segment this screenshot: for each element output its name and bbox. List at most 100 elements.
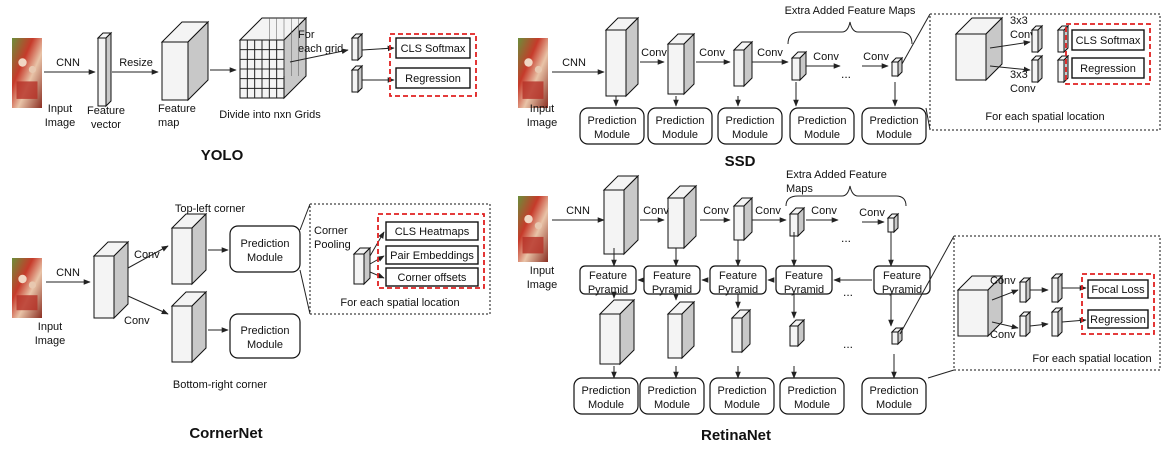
ssd-zoom-line-2 (901, 13, 931, 65)
ssd-feature-block-2 (666, 32, 696, 96)
retinanet-input-image-label-line-1: Input (530, 265, 554, 277)
block-side-face (741, 308, 751, 354)
image-face-2 (534, 65, 543, 74)
ssd-prediction-module-3-label-line-1: Prediction (726, 115, 775, 127)
cornernet-for-each-spatial-label: For each spatial location (340, 297, 459, 309)
retinanet-feature-pyramid-2-label-line-1: Feature (653, 270, 691, 282)
cornernet-zoom-line-1 (299, 203, 311, 231)
ssd-prediction-module-4-label-line-2: Module (804, 129, 840, 141)
ssd-prediction-module-2-label-line-2: Module (662, 129, 698, 141)
ssd-cls-softmax-box-label: CLS Softmax (1076, 35, 1141, 47)
retinanet-feature-pyramid-1-label-line-1: Feature (589, 270, 627, 282)
cornernet-corner-offsets-box (385, 267, 479, 287)
block-side-face (1025, 276, 1031, 304)
block-side-face (623, 174, 639, 256)
retinanet-regression-box-label: Regression (1090, 314, 1146, 326)
retinanet-detail-small-block-3 (1018, 310, 1032, 338)
retinanet-extra-maps-brace (785, 185, 907, 207)
yolo-title: YOLO (201, 147, 244, 164)
retinanet-feature-pyramid-3-label-line-2: Pyramid (718, 284, 758, 296)
ssd-prediction-module-1 (579, 107, 645, 145)
retinanet-regression-box (1087, 309, 1149, 329)
ssd-conv-label-3: Conv (757, 47, 783, 59)
block-front-face (603, 189, 625, 255)
retinanet-feature-pyramid-4-label-line-2: Pyramid (784, 284, 824, 296)
retinanet-extra-maps-label-line-1: Extra Added Feature (786, 169, 887, 181)
yolo-cnn-label: CNN (56, 57, 80, 69)
block-front-face (351, 69, 359, 93)
ssd-cls-softmax-box (1071, 29, 1145, 51)
image-face-2 (28, 281, 36, 289)
yolo-feature-vector-label-line-2: vector (91, 119, 121, 131)
block-front-face (667, 313, 683, 359)
ssd-conv-label-4: Conv (813, 51, 839, 63)
cornernet-conv-label-top: Conv (134, 249, 160, 261)
retinanet-bottom-block-3 (730, 308, 752, 354)
block-front-face (93, 255, 115, 319)
cornernet-prediction-module-bottom-label-line-1: Prediction (241, 325, 290, 337)
ssd-prediction-module-4 (789, 107, 855, 145)
block-front-face (667, 197, 685, 249)
retinanet-detail-feature-block (956, 274, 1004, 338)
cornernet-pool-block (352, 246, 372, 286)
cornernet-cls-heatmaps-box-label: CLS Heatmaps (395, 226, 470, 238)
image-face-1 (18, 58, 27, 67)
ssd-conv-label-5: Conv (863, 51, 889, 63)
cornernet-detail-panel (309, 203, 491, 315)
retinanet-feature-pyramid-2-label-line-2: Pyramid (652, 284, 692, 296)
yolo-for-each-grid-label-line-1: For (298, 29, 315, 41)
retinanet-detail-small-block-4 (1050, 306, 1064, 338)
yolo-for-each-grid-label-line-2: each grid (298, 43, 343, 55)
cornernet-detail-arrow-3 (369, 271, 385, 279)
block-front-face (1031, 29, 1039, 53)
cornernet-top-left-block (170, 212, 208, 286)
cornernet-prediction-module-top-label-line-1: Prediction (241, 238, 290, 250)
retinanet-feature-pyramid-4-label-line-1: Feature (785, 270, 823, 282)
retinanet-conv-label-4: Conv (811, 205, 837, 217)
retinanet-cnn-label: CNN (566, 205, 590, 217)
ssd-input-image (518, 38, 548, 108)
ssd-ellipsis: ... (841, 67, 851, 81)
cornernet-conv-arrow-top (127, 245, 169, 269)
retinanet-feature-pyramid-1 (579, 265, 637, 295)
retinanet-conv-label-3: Conv (755, 205, 781, 217)
retinanet-top-block-3 (732, 196, 754, 242)
cornernet-conv-arrow-bottom (127, 295, 169, 315)
ssd-detail-small-block-bottom (1030, 54, 1044, 84)
yolo-divide-grids-label: Divide into nxn Grids (219, 109, 321, 121)
retinanet-input-image-label-line-2: Image (527, 279, 558, 291)
retinanet-detail-arrow-4 (1029, 321, 1049, 328)
retinanet-top-block-1 (602, 174, 640, 256)
block-front-face (1019, 281, 1027, 303)
retinanet-bottom-block-5 (890, 326, 904, 346)
image-face-2 (28, 65, 36, 74)
ssd-prediction-module-5-label-line-2: Module (876, 129, 912, 141)
cornernet-top-left-label: Top-left corner (175, 203, 246, 215)
ssd-3x3-conv-label-top-line-2: Conv (1010, 29, 1036, 41)
ssd-prediction-module-3 (717, 107, 783, 145)
ssd-prediction-module-2 (647, 107, 713, 145)
retinanet-extra-maps-label-line-2: Maps (786, 183, 813, 195)
retinanet-conv-label-5: Conv (859, 207, 885, 219)
retinanet-focal-loss-box-label: Focal Loss (1091, 284, 1145, 296)
retinanet-prediction-module-2 (639, 377, 705, 415)
cornernet-prediction-module-bottom-label-line-2: Module (247, 339, 283, 351)
image-clothing (16, 295, 38, 311)
cornernet-cnn-label: CNN (56, 267, 80, 279)
image-clothing (522, 236, 544, 254)
block-front-face (1031, 59, 1039, 83)
yolo-feature-vector (96, 31, 113, 108)
retinanet-top-block-4 (788, 206, 806, 238)
block-front-face (733, 49, 745, 87)
yolo-regression-box (395, 67, 471, 89)
yolo-to-cls-arrow (361, 45, 395, 52)
cornernet-corner-pooling-label-line-1: Corner (314, 225, 348, 237)
ssd-feature-block-4 (790, 50, 808, 82)
ssd-detail-arrow-2 (989, 65, 1031, 73)
ssd-prediction-module-3-label-line-2: Module (732, 129, 768, 141)
ssd-extra-maps-label: Extra Added Feature Maps (785, 5, 916, 17)
ssd-feature-block-5 (890, 56, 904, 78)
retinanet-detail-small-block-1 (1018, 276, 1032, 304)
retinanet-prediction-module-2-label-line-1: Prediction (648, 385, 697, 397)
